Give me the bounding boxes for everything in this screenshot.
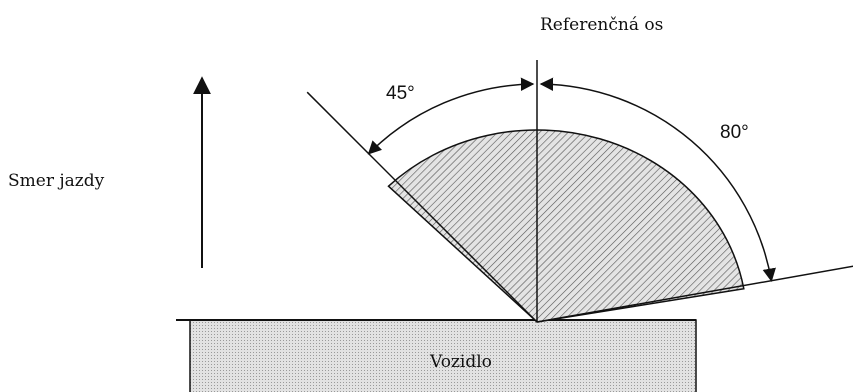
right-boundary-line [536,265,853,323]
reference-axis-label: Referenčná os [540,15,663,35]
angle-right-label: 80° [720,122,749,143]
vehicle-label: Vozidlo [429,352,492,372]
vehicle-body [189,319,697,392]
left-boundary-line [306,91,538,323]
travel-direction-label: Smer jazdy [8,171,105,191]
angle-right-dimension-arc [539,77,776,283]
angle-left-dimension-arc [367,77,535,155]
angle-left-label: 45° [386,83,415,104]
